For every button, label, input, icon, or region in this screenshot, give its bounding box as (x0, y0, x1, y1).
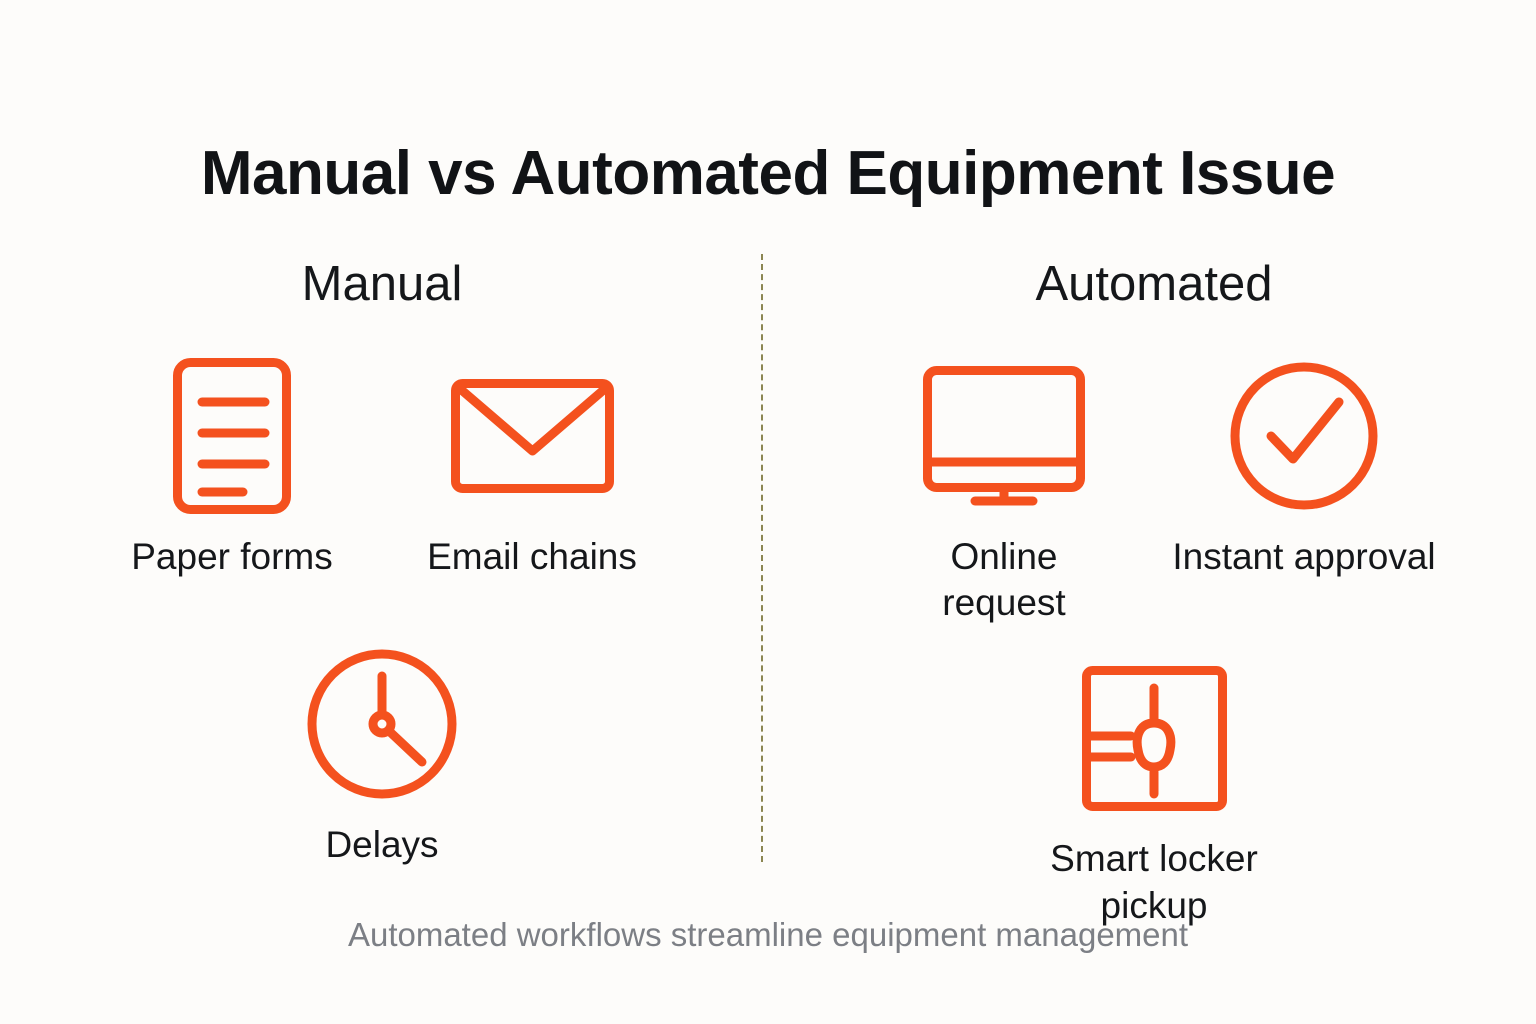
footer-caption: Automated workflows streamline equipment… (347, 916, 1189, 953)
item-label-online-request: Online request (942, 535, 1066, 624)
smart-locker-icon (1081, 658, 1227, 818)
column-manual: Manual Paper forms (32, 257, 732, 887)
item-delays: Delays (232, 644, 532, 868)
item-label-paper-forms: Paper forms (131, 535, 333, 577)
clock-icon (306, 644, 458, 804)
item-label-email-chains: Email chains (427, 535, 637, 577)
column-heading-automated: Automated (1035, 257, 1273, 311)
document-icon (173, 356, 291, 516)
column-automated: Automated Online request (804, 257, 1504, 947)
item-label-smart-locker-pickup: Smart locker pickup (1050, 838, 1258, 926)
item-label-delays: Delays (325, 824, 439, 866)
automated-items: Online request Instant approval (804, 356, 1504, 947)
item-smart-locker-pickup: Smart locker pickup (1004, 658, 1304, 929)
item-online-request: Online request (854, 356, 1154, 627)
monitor-icon (923, 356, 1085, 516)
item-instant-approval: Instant approval (1154, 356, 1454, 580)
item-paper-forms: Paper forms (82, 356, 382, 580)
check-circle-icon (1229, 356, 1379, 516)
column-divider (761, 254, 763, 862)
column-heading-manual: Manual (301, 257, 463, 311)
page-title: Manual vs Automated Equipment Issue (200, 138, 1336, 208)
manual-items: Paper forms Email chains (32, 356, 732, 887)
item-email-chains: Email chains (382, 356, 682, 580)
envelope-icon (450, 356, 614, 516)
item-label-instant-approval: Instant approval (1172, 535, 1436, 577)
